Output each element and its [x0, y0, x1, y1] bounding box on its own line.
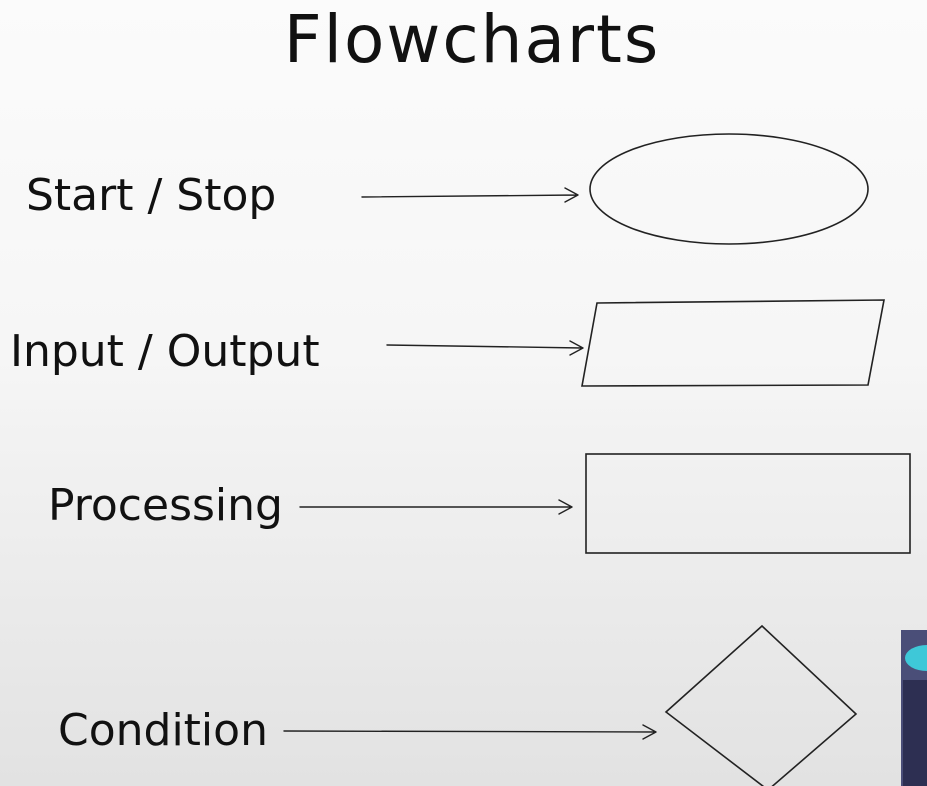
row-start-stop: Start / Stop: [26, 133, 869, 245]
arrow-processing: [299, 499, 573, 515]
label-condition: Condition: [58, 705, 268, 756]
arrow-condition: [283, 724, 657, 740]
start-stop-ellipse: [589, 133, 869, 245]
input-output-parallelogram: [581, 299, 885, 387]
row-condition: Condition: [58, 624, 858, 786]
row-processing: Processing: [48, 453, 911, 554]
page-title: Flowcharts: [284, 1, 661, 78]
condition-diamond: [664, 624, 858, 786]
video-thumbnail: [901, 630, 927, 786]
arrow-start-stop: [361, 187, 579, 203]
row-input-output: Input / Output: [10, 299, 885, 387]
processing-rectangle: [585, 453, 911, 554]
thumbnail-glow-icon: [905, 645, 927, 671]
label-processing: Processing: [48, 480, 283, 531]
label-input-output: Input / Output: [10, 326, 320, 377]
label-start-stop: Start / Stop: [26, 170, 276, 221]
arrow-input-output: [386, 340, 584, 356]
